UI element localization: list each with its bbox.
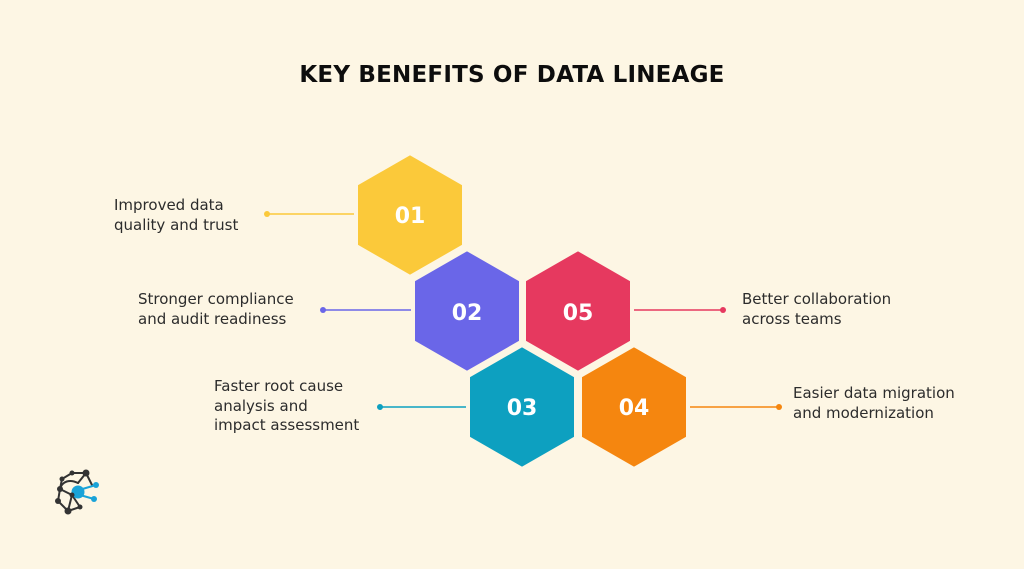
hexagon-02: 02 [411, 247, 523, 375]
hexagon-04-number: 04 [619, 396, 650, 421]
benefit-text-05: Better collaboration across teams [742, 290, 891, 329]
hexagon-01-number: 01 [395, 204, 426, 229]
hexagon-01: 01 [354, 151, 466, 279]
benefit-05-line-1: Better collaboration [742, 290, 892, 308]
hexagon-03: 03 [466, 343, 578, 471]
connector-dot-01 [264, 211, 270, 217]
connector-dot-03 [377, 404, 383, 410]
benefit-text-04: Easier data migration and modernization [793, 384, 955, 423]
hexagon-04: 04 [578, 343, 690, 471]
benefit-03-line-1: Faster root cause [214, 377, 344, 395]
benefit-01-line-2: quality and trust [114, 215, 239, 234]
benefit-04-line-1: Easier data migration [793, 384, 955, 402]
hexagon-03-number: 03 [507, 396, 538, 421]
hexagon-02-number: 02 [452, 301, 483, 326]
benefit-text-02: Stronger compliance and audit readiness [138, 290, 294, 329]
hexagon-05: 05 [522, 247, 634, 375]
connector-dot-02 [320, 307, 326, 313]
benefit-05-line-2: across teams [742, 309, 842, 328]
hexagon-05-number: 05 [563, 301, 594, 326]
benefit-03-line-2: analysis and [214, 396, 308, 415]
benefit-02-line-1: Stronger compliance [138, 290, 294, 308]
connector-dot-04 [776, 404, 782, 410]
benefit-02-line-2: and audit readiness [138, 309, 287, 328]
benefit-text-03: Faster root cause analysis and impact as… [214, 377, 359, 436]
benefit-01-line-1: Improved data [114, 196, 224, 214]
benefit-text-01: Improved data quality and trust [114, 196, 238, 235]
connector-lines [264, 211, 782, 410]
benefit-03-line-3: impact assessment [214, 416, 360, 434]
connector-dot-05 [720, 307, 726, 313]
network-node-logo-icon [55, 469, 99, 515]
benefit-04-line-2: and modernization [793, 403, 934, 422]
page-title: KEY BENEFITS OF DATA LINEAGE [299, 62, 725, 88]
